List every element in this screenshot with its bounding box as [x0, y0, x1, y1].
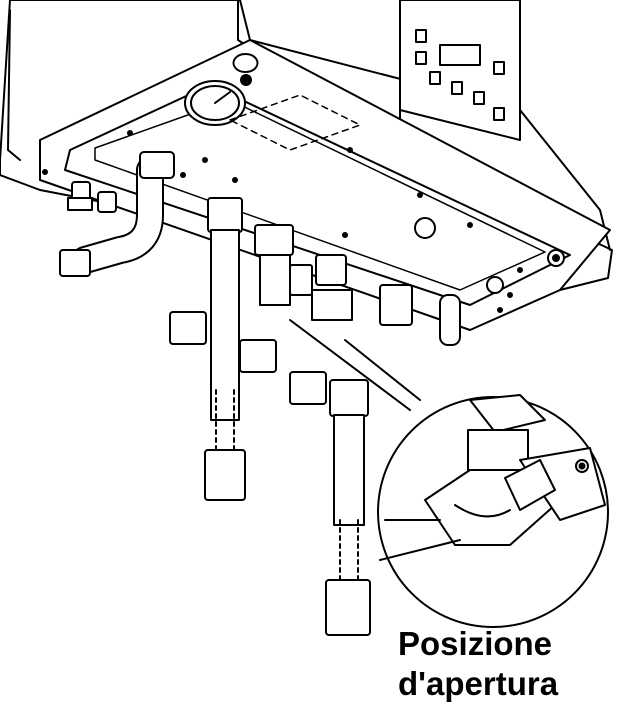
valve-detail-zoom: [377, 394, 609, 628]
left-fittings: [67, 181, 117, 213]
valve-cluster: [169, 224, 461, 405]
hose-left: [204, 197, 246, 501]
fixing-holes: [42, 130, 523, 313]
control-panel-icon: [415, 29, 505, 121]
control-panel: [399, 0, 521, 141]
open-position-caption: Posizione d'apertura: [398, 624, 618, 704]
caption-line-2: d'apertura: [398, 665, 559, 702]
caption-line-1: Posizione: [398, 625, 553, 662]
pressure-gauge-icon: [184, 53, 259, 126]
left-curved-pipe: [59, 151, 175, 277]
hose-right: [325, 379, 371, 636]
leader-lines: [289, 319, 421, 411]
access-plate-outline: [229, 94, 361, 151]
panel-plug: [414, 217, 436, 239]
